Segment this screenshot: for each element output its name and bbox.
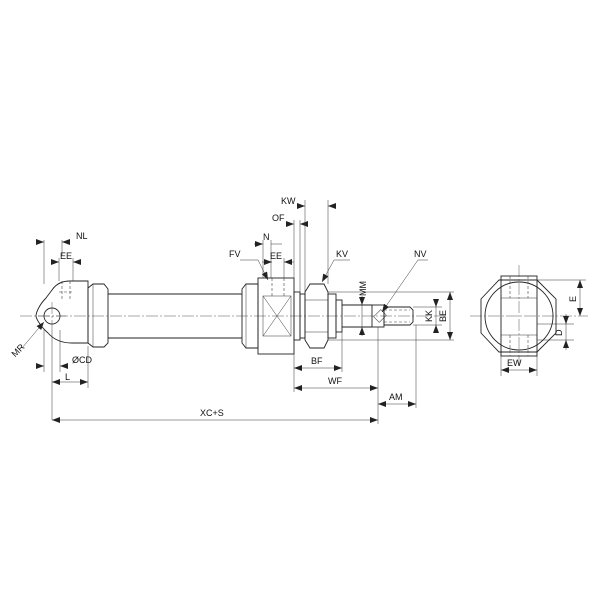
end-view-clevis-ears <box>500 275 538 357</box>
label-d: D <box>554 329 564 336</box>
label-nv: NV <box>414 249 427 259</box>
cylinder-barrel <box>108 293 242 339</box>
label-kv: KV <box>336 249 348 259</box>
label-of: OF <box>272 213 285 223</box>
mounting-thread-and-nut <box>293 283 343 349</box>
label-n: N <box>263 232 270 242</box>
label-cd: ØCD <box>72 355 93 365</box>
label-mm: MM <box>358 281 368 296</box>
label-mr: MR <box>10 342 27 359</box>
wrench-flats <box>262 295 292 337</box>
label-bf: BF <box>311 356 323 366</box>
label-ee-mid: EE <box>270 251 282 261</box>
rear-clevis <box>35 280 89 344</box>
label-nl: NL <box>76 231 88 241</box>
label-l: L <box>65 372 70 382</box>
rod-end-thread <box>383 306 414 326</box>
end-view <box>480 275 557 357</box>
label-xc-s: XC+S <box>200 408 224 418</box>
rear-end-cap <box>87 283 109 348</box>
label-wf: WF <box>328 376 342 386</box>
label-e: E <box>568 296 578 302</box>
label-kk: KK <box>424 310 434 322</box>
label-be: BE <box>438 310 448 322</box>
dimension-labels: NL EE MR ØCD L XC+S FV N EE OF KW KV MM … <box>10 196 578 418</box>
label-fv: FV <box>229 249 241 259</box>
label-ew: EW <box>507 358 522 368</box>
label-kw: KW <box>281 196 296 206</box>
label-am: AM <box>389 392 403 402</box>
end-view-circle <box>484 281 554 351</box>
dimension-lines <box>21 200 586 424</box>
label-ee-left: EE <box>60 251 72 261</box>
